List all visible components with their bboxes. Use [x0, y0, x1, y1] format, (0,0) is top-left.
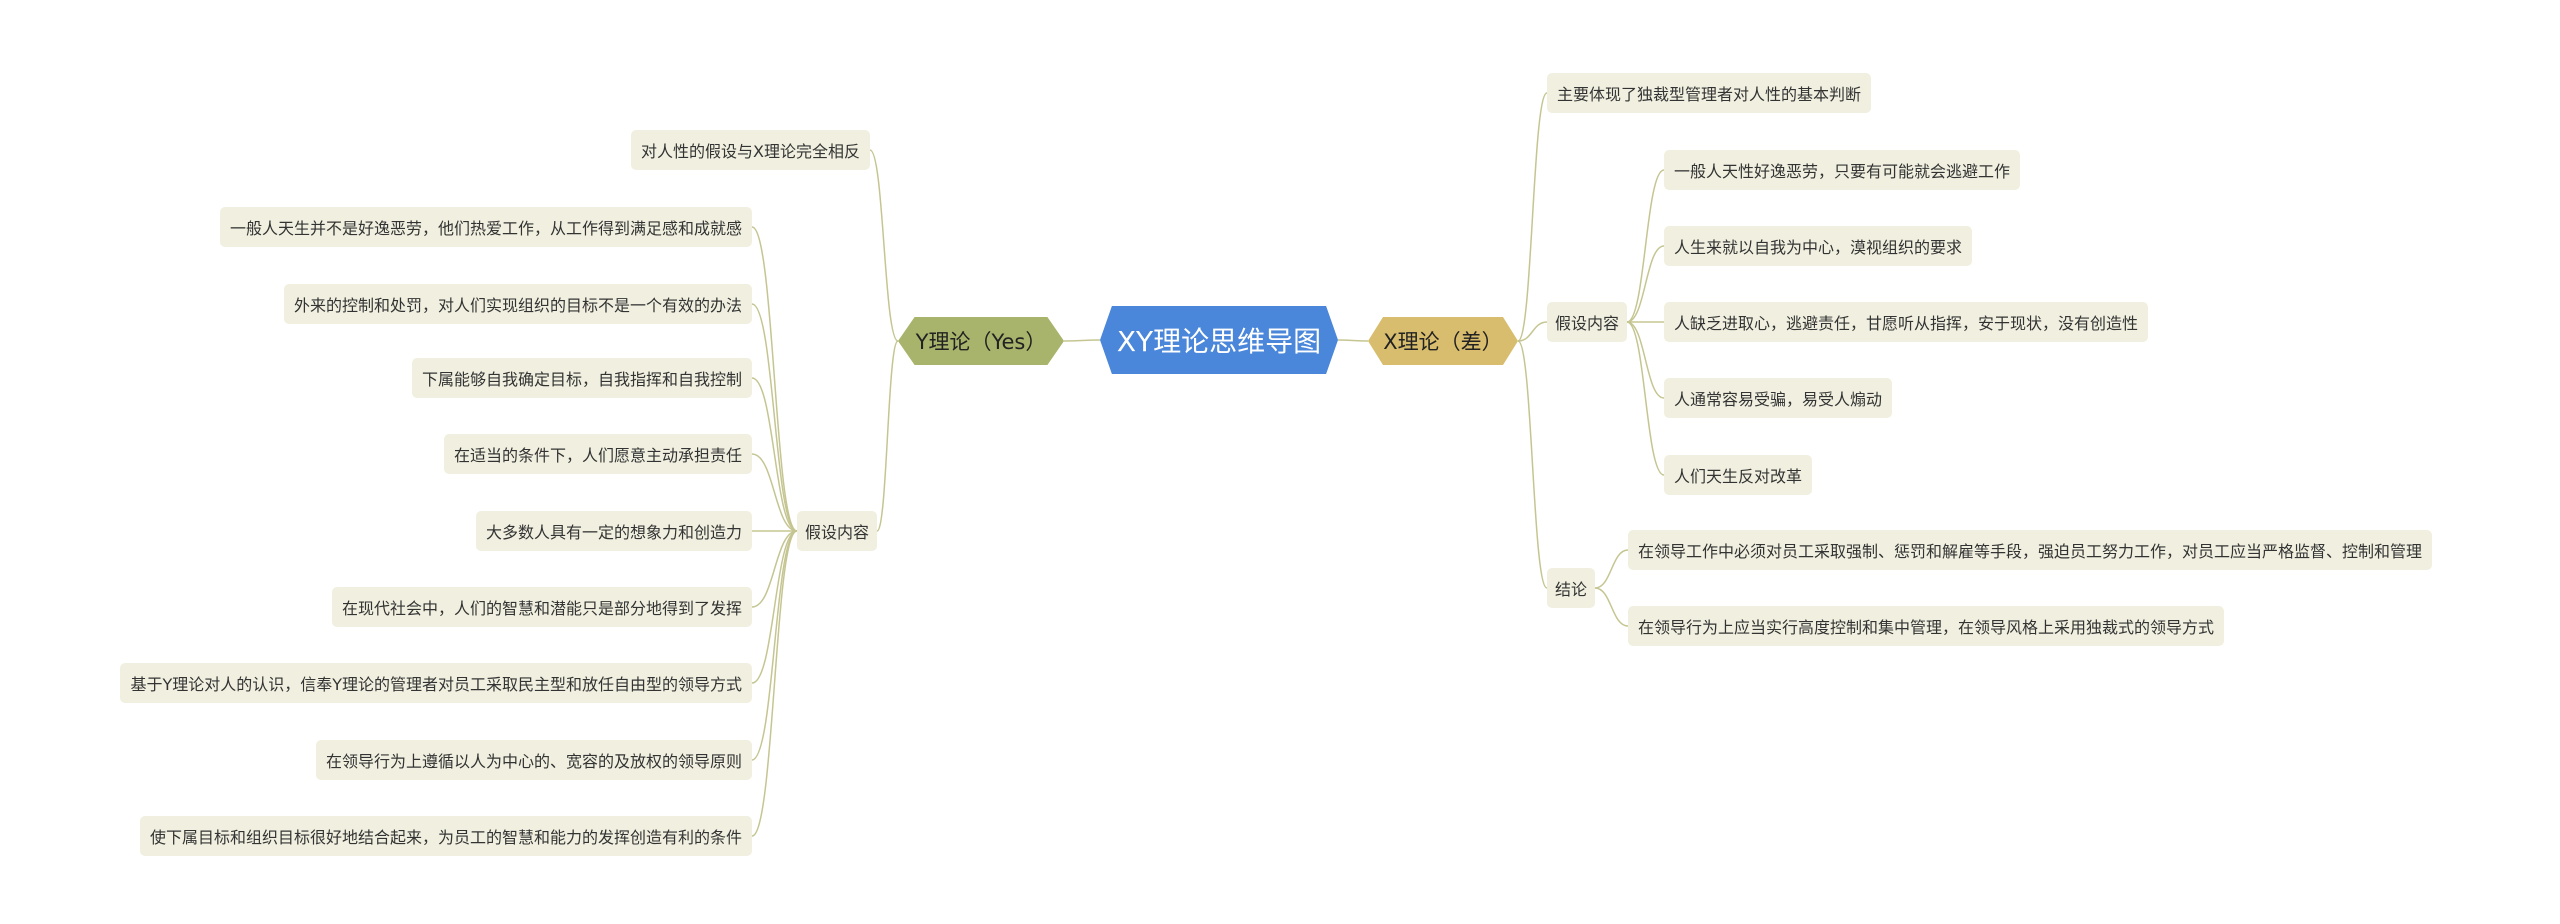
connector-x-assumptions: [1517, 321, 1548, 342]
connector-x-direct: [1517, 92, 1548, 342]
x-assumption-item[interactable]: 人们天生反对改革: [1664, 455, 1813, 495]
connector-root-y: [1063, 339, 1101, 342]
connector-y-item: [751, 303, 798, 532]
x-conclusion-group[interactable]: 结论: [1547, 568, 1596, 608]
y-direct-item[interactable]: 对人性的假设与X理论完全相反: [631, 130, 870, 170]
x-conclusion-item[interactable]: 在领导行为上应当实行高度控制和集中管理，在领导风格上采用独裁式的领导方式: [1628, 606, 2225, 646]
connector-y-item: [751, 453, 798, 532]
connector-y-direct: [869, 149, 899, 342]
connector-y-item: [751, 226, 798, 532]
connector-x-conclusion: [1517, 340, 1548, 589]
connector-y-item: [751, 530, 798, 684]
x-assumption-item[interactable]: 人生来就以自我为中心，漠视组织的要求: [1664, 226, 1973, 266]
y-assumption-item[interactable]: 下属能够自我确定目标，自我指挥和自我控制: [411, 358, 752, 398]
connector-x-conclusion-item: [1594, 549, 1629, 589]
connector-x-conclusion-item: [1594, 587, 1629, 627]
y-assumption-item[interactable]: 使下属目标和组织目标很好地结合起来，为员工的智慧和能力的发挥创造有利的条件: [139, 816, 752, 856]
y-assumptions-group[interactable]: 假设内容: [796, 511, 877, 551]
connector-y-item: [751, 530, 798, 608]
branch-y-theory[interactable]: Y理论（Yes）: [898, 317, 1064, 365]
y-assumption-item[interactable]: 在领导行为上遵循以人为中心的、宽容的及放权的领导原则: [315, 740, 752, 780]
x-assumptions-group[interactable]: 假设内容: [1547, 302, 1628, 342]
x-assumption-item[interactable]: 人缺乏进取心，逃避责任，甘愿听从指挥，安于现状，没有创造性: [1664, 302, 2149, 342]
x-conclusion-item[interactable]: 在领导工作中必须对员工采取强制、惩罚和解雇等手段，强迫员工努力工作，对员工应当严…: [1628, 530, 2433, 570]
x-assumption-item[interactable]: 一般人天性好逸恶劳，只要有可能就会逃避工作: [1664, 150, 2021, 190]
connector-y-group: [876, 340, 899, 532]
x-direct-item[interactable]: 主要体现了独裁型管理者对人性的基本判断: [1547, 73, 1872, 113]
y-assumption-item[interactable]: 大多数人具有一定的想象力和创造力: [475, 511, 752, 551]
connector-y-item: [751, 530, 798, 761]
x-assumption-item[interactable]: 人通常容易受骗，易受人煽动: [1664, 378, 1893, 418]
connector-x-item: [1626, 321, 1665, 399]
y-assumption-item[interactable]: 在现代社会中，人们的智慧和潜能只是部分地得到了发挥: [331, 587, 752, 627]
connector-y-item: [751, 530, 798, 837]
y-assumption-item[interactable]: 基于Y理论对人的认识，信奉Y理论的管理者对员工采取民主型和放任自由型的领导方式: [120, 663, 752, 703]
y-assumption-item[interactable]: 外来的控制和处罚，对人们实现组织的目标不是一个有效的办法: [283, 284, 752, 324]
connector-root-x: [1337, 339, 1369, 342]
y-assumption-item[interactable]: 在适当的条件下，人们愿意主动承担责任: [443, 434, 752, 474]
y-assumption-item[interactable]: 一般人天生并不是好逸恶劳，他们热爱工作，从工作得到满足感和成就感: [219, 207, 752, 247]
connector-y-item: [751, 377, 798, 532]
connector-x-item: [1626, 169, 1665, 323]
branch-x-theory[interactable]: X理论（差）: [1368, 317, 1518, 365]
connector-x-item: [1626, 245, 1665, 323]
connector-x-item: [1626, 321, 1665, 476]
root-topic[interactable]: XY理论思维导图: [1100, 306, 1338, 374]
